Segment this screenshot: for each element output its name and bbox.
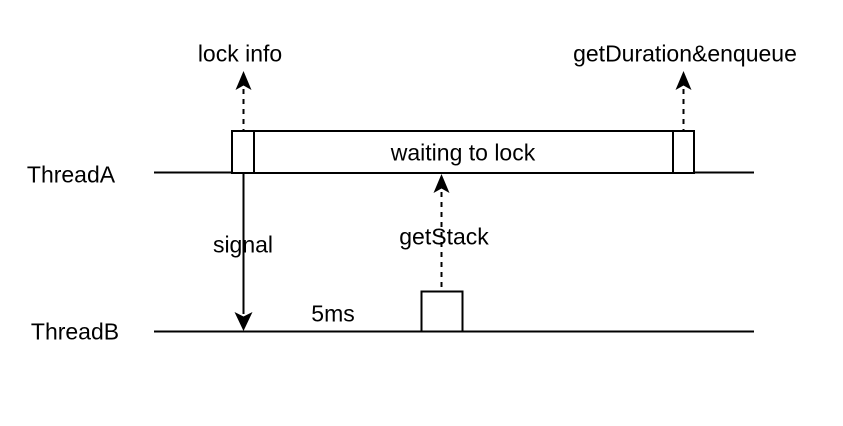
get-stack-label: getStack <box>399 223 489 250</box>
get-duration-enqueue-label: getDuration&enqueue <box>573 40 797 67</box>
threadb-label: ThreadB <box>30 318 120 345</box>
lock-info-label: lock info <box>197 40 283 67</box>
get-stack-arrowhead-icon <box>433 174 450 193</box>
waiting-to-lock-label: waiting to lock <box>390 139 536 166</box>
waiting-to-lock-bar <box>231 130 695 174</box>
duration-5ms-label: 5ms <box>311 300 355 327</box>
signal-label: signal <box>212 231 274 258</box>
get-duration-arrowhead-icon <box>675 71 692 90</box>
threada-label: ThreadA <box>26 161 116 188</box>
signal-arrowhead-icon <box>234 312 253 331</box>
threadb-event-box <box>420 290 464 333</box>
lock-info-arrowhead-icon <box>235 71 252 90</box>
